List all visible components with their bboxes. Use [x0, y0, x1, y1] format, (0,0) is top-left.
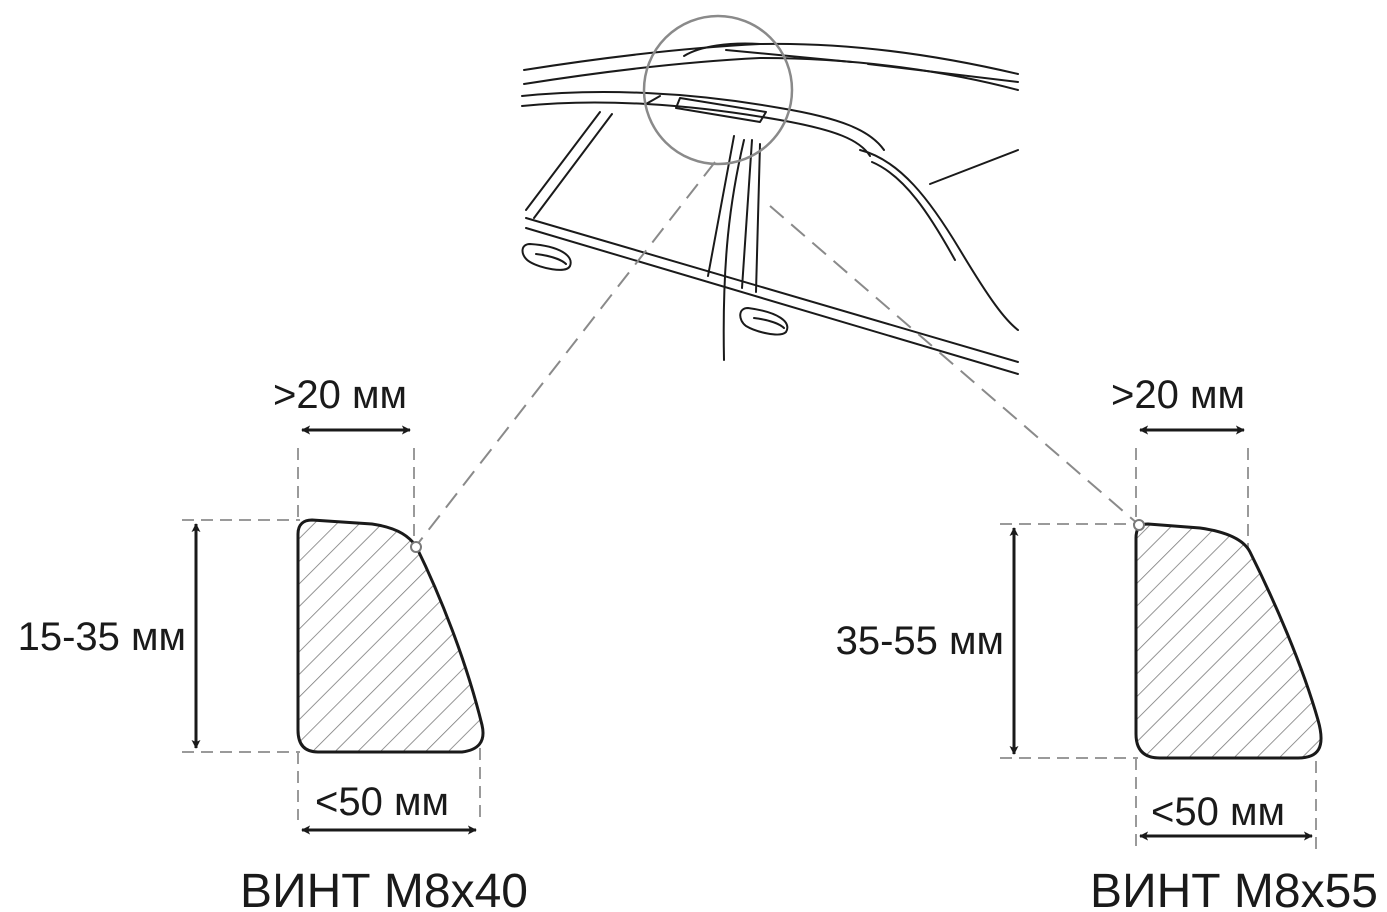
right-width-bottom-label: <50 мм: [1151, 790, 1285, 834]
left-width-top-label: >20 мм: [273, 373, 407, 417]
right-attach-point: [1133, 519, 1145, 531]
right-rail-cross-section: [1134, 522, 1323, 760]
right-height-label: 35-55 мм: [836, 619, 1004, 663]
left-screw-label: ВИНТ М8х40: [240, 865, 528, 912]
left-rail-cross-section: [296, 518, 485, 754]
right-screw-label: ВИНТ М8х55: [1090, 865, 1378, 912]
right-width-top-label: >20 мм: [1111, 373, 1245, 417]
car-roof-illustration: [521, 14, 1019, 375]
left-attach-point: [410, 541, 422, 553]
right-profile: >20 мм 35-55 мм <50 мм ВИНТ М8х55: [836, 373, 1378, 912]
zoom-guide-line-right: [769, 205, 1139, 525]
left-width-bottom-label: <50 мм: [315, 780, 449, 824]
zoom-guide-line-left: [415, 161, 716, 547]
left-height-label: 15-35 мм: [18, 615, 186, 659]
left-profile: >20 мм 15-35 мм <50 мм ВИНТ М8х40: [18, 373, 528, 912]
